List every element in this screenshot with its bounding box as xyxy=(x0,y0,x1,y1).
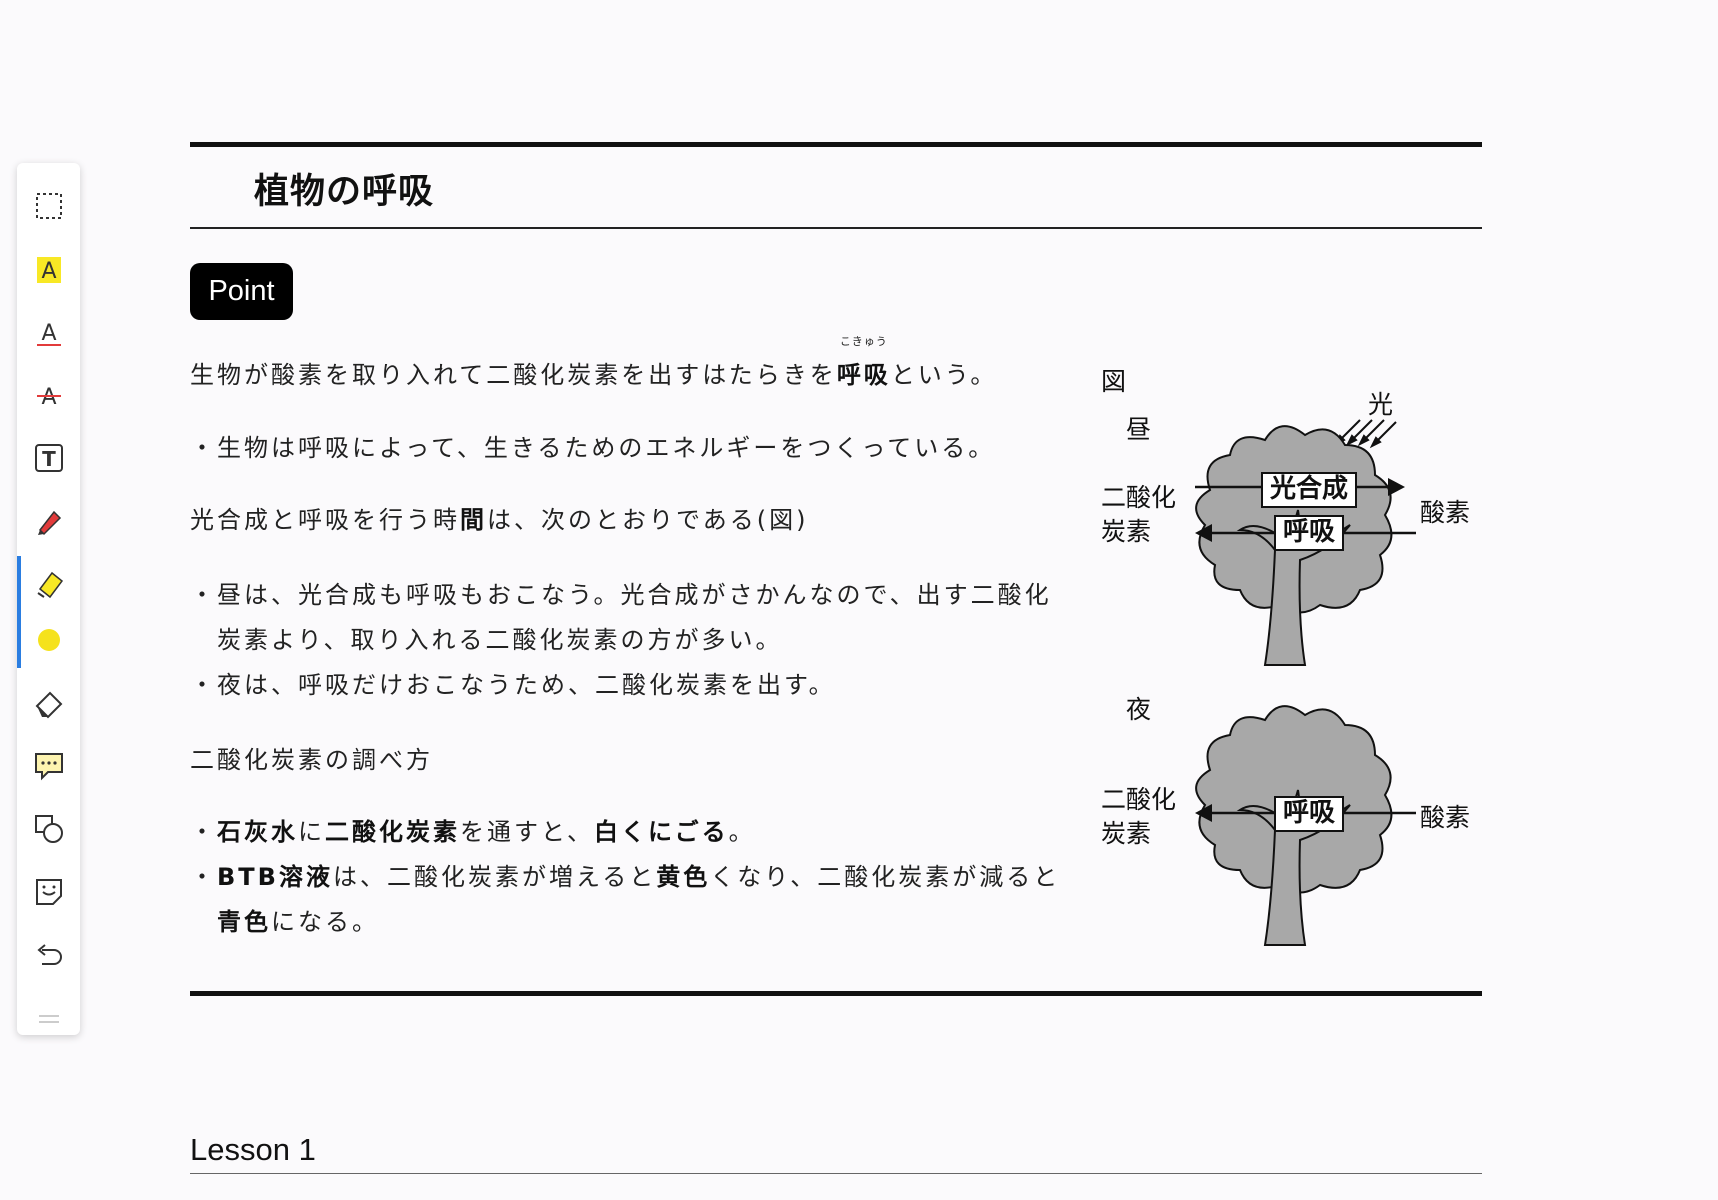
day-co2-line2: 炭素 xyxy=(1101,517,1152,546)
bullet-dot: ・ xyxy=(190,818,217,846)
text-segment: 光合成と呼吸を行う時 xyxy=(190,506,460,534)
text-segment: 生物が酸素を取り入れて二酸化炭素を出すはたらきを xyxy=(190,361,837,389)
light-label: 光 xyxy=(1368,390,1394,419)
highlight-text-tool[interactable]: A xyxy=(17,242,80,298)
pen-tool[interactable] xyxy=(17,493,80,549)
select-rect-icon xyxy=(35,193,62,219)
svg-text:A: A xyxy=(41,259,56,284)
figure-label: 図 xyxy=(1101,367,1127,396)
highlighter-tool[interactable] xyxy=(17,556,80,612)
bullet-btb-line2: 青色になる。 xyxy=(217,902,379,937)
text-box-tool[interactable]: T xyxy=(17,430,80,486)
ruby-reading: こきゅう xyxy=(839,335,888,348)
bold-term: 黄色 xyxy=(656,863,711,891)
lesson-rule xyxy=(190,1173,1482,1174)
point-badge: Point xyxy=(190,263,293,320)
text-segment: は、二酸化炭素が増えると xyxy=(332,863,657,891)
undo-icon xyxy=(36,944,62,965)
svg-text:T: T xyxy=(42,447,56,471)
text-segment: くなり、二酸化炭素が減ると xyxy=(710,863,1061,891)
bullet-btb-line1: ・BTB溶液は、二酸化炭素が増えると黄色くなり、二酸化炭素が減ると xyxy=(190,857,1060,892)
night-co2-line1: 二酸化 xyxy=(1101,785,1177,814)
night-label: 夜 xyxy=(1126,695,1152,724)
color-swatch-icon xyxy=(37,629,60,651)
bold-term: BTB溶液 xyxy=(217,863,333,891)
day-co2-line1: 二酸化 xyxy=(1101,483,1177,512)
header-top-rule xyxy=(190,142,1482,147)
bullet-day-line2: 炭素より、取り入れる二酸化炭素の方が多い。 xyxy=(217,626,783,654)
strikethrough-text-icon: A xyxy=(36,385,61,410)
sticker-icon xyxy=(35,879,62,905)
header-bottom-rule xyxy=(190,227,1482,229)
bullet-day-line1: ・昼は、光合成も呼吸もおこなう。光合成がさかんなので、出す二酸化 xyxy=(190,581,1052,609)
undo-tool[interactable] xyxy=(17,927,80,983)
text-segment: を通すと、 xyxy=(460,818,595,846)
page-title: 植物の呼吸 xyxy=(254,172,435,212)
photosynthesis-label: 光合成 xyxy=(1261,472,1357,508)
day-label: 昼 xyxy=(1126,415,1152,444)
underline-text-icon: A xyxy=(36,321,61,346)
svg-text:A: A xyxy=(41,385,56,410)
annotation-toolbar: A A A T xyxy=(17,163,80,1035)
eraser-icon xyxy=(35,691,62,719)
paragraph-co2-test-heading: 二酸化炭素の調べ方 xyxy=(190,746,433,774)
night-o2-label: 酸素 xyxy=(1420,803,1471,832)
bullet-energy: ・生物は呼吸によって、生きるためのエネルギーをつくっている。 xyxy=(190,434,996,462)
bold-term: 白くにごる xyxy=(594,818,729,846)
bold-term: 青色 xyxy=(217,908,271,936)
highlight-text-icon: A xyxy=(36,257,61,284)
bold-term: 呼吸 xyxy=(836,361,891,389)
highlighter-icon xyxy=(36,571,63,599)
toolbar-drag-handle[interactable] xyxy=(39,1015,59,1023)
bullet-night: ・夜は、呼吸だけおこなうため、二酸化炭素を出す。 xyxy=(190,671,836,699)
bold-term: 二酸化炭素 xyxy=(325,818,460,846)
shapes-tool[interactable] xyxy=(17,801,80,857)
text-segment: に xyxy=(298,818,325,846)
night-co2-line2: 炭素 xyxy=(1101,819,1152,848)
pen-icon xyxy=(37,510,61,536)
bold-term: 石灰水 xyxy=(217,818,298,846)
eraser-tool[interactable] xyxy=(17,675,80,731)
text-segment: になる。 xyxy=(271,908,379,936)
underline-text-tool[interactable]: A xyxy=(17,305,80,361)
comment-icon xyxy=(34,753,63,781)
select-rect-tool[interactable] xyxy=(17,178,80,234)
svg-text:A: A xyxy=(41,321,56,346)
sticker-tool[interactable] xyxy=(17,864,80,920)
bullet-limewater: ・石灰水に二酸化炭素を通すと、白くにごる。 xyxy=(190,812,756,847)
comment-tool[interactable] xyxy=(17,738,80,794)
day-o2-label: 酸素 xyxy=(1420,498,1471,527)
text-segment: 。 xyxy=(728,818,756,846)
bold-term: 間 xyxy=(460,506,487,534)
respiration-label-day: 呼吸 xyxy=(1274,515,1344,551)
text-segment: は、次のとおりである(図) xyxy=(487,506,809,534)
section-bottom-rule xyxy=(190,991,1482,996)
respiration-label-night: 呼吸 xyxy=(1274,796,1344,832)
paragraph-timing: 光合成と呼吸を行う時間は、次のとおりである(図) xyxy=(190,500,809,535)
text-segment: という。 xyxy=(890,361,998,389)
bullet-dot: ・ xyxy=(190,863,217,891)
lesson-heading: Lesson 1 xyxy=(190,1132,316,1167)
color-swatch-tool[interactable] xyxy=(17,612,80,668)
shapes-icon xyxy=(34,815,63,843)
light-rays-icon xyxy=(1333,419,1397,449)
text-box-icon: T xyxy=(34,444,63,472)
strikethrough-text-tool[interactable]: A xyxy=(17,368,80,424)
paragraph-respiration-definition: 生物が酸素を取り入れて二酸化炭素を出すはたらきをこきゅう呼吸という。 xyxy=(190,335,998,390)
